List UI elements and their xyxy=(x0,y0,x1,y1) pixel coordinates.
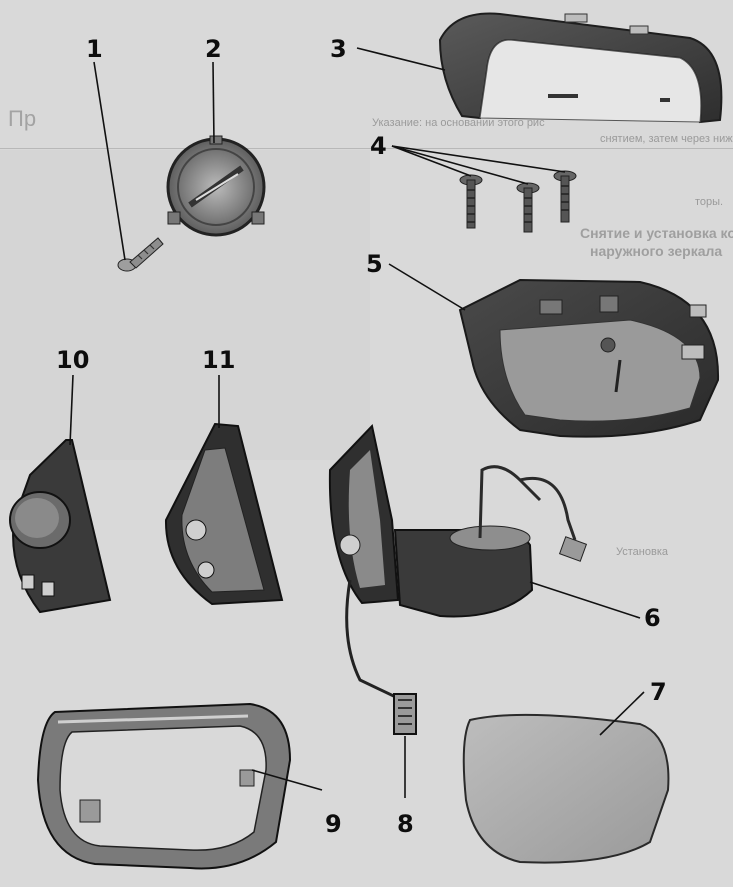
background-text: Пр Указание: на основании этого рис снят… xyxy=(0,106,733,558)
callout-8: 8 xyxy=(397,810,414,838)
part-4-screws xyxy=(459,170,577,233)
part-2-motor xyxy=(166,135,266,237)
part-11-inner-cover xyxy=(164,422,284,606)
bg-line-5: наружного зеркала xyxy=(590,243,722,259)
callout-2: 2 xyxy=(205,35,222,63)
callout-4: 4 xyxy=(370,132,387,160)
part-1-bolt xyxy=(117,237,164,272)
leader-lines xyxy=(69,47,645,798)
bg-heading: Пр xyxy=(8,106,36,131)
callout-11: 11 xyxy=(202,346,235,374)
part-9-frame xyxy=(36,702,292,870)
callout-5: 5 xyxy=(366,250,383,278)
part-7-glass xyxy=(462,713,670,864)
part-5-housing xyxy=(458,278,720,438)
bg-line-2: снятием, затем через ниже xyxy=(600,133,733,145)
callout-9: 9 xyxy=(325,810,342,838)
bg-line-1: Указание: на основании этого рис xyxy=(372,117,545,129)
part-10-cover xyxy=(9,439,112,614)
callout-6: 6 xyxy=(644,604,661,632)
callout-10: 10 xyxy=(56,346,89,374)
part-6-base xyxy=(328,423,588,702)
callout-3: 3 xyxy=(330,35,347,63)
callout-1: 1 xyxy=(86,35,103,63)
callout-7: 7 xyxy=(650,678,667,706)
part-8-connector xyxy=(393,693,417,735)
bg-line-6: Установка xyxy=(616,546,669,558)
callout-labels: 1 2 3 4 5 6 7 8 9 10 11 xyxy=(56,35,667,838)
part-3-mirror-cap xyxy=(438,12,723,124)
bg-line-4: Снятие и установка корпу xyxy=(580,225,733,241)
bg-line-3: торы. xyxy=(695,196,723,208)
